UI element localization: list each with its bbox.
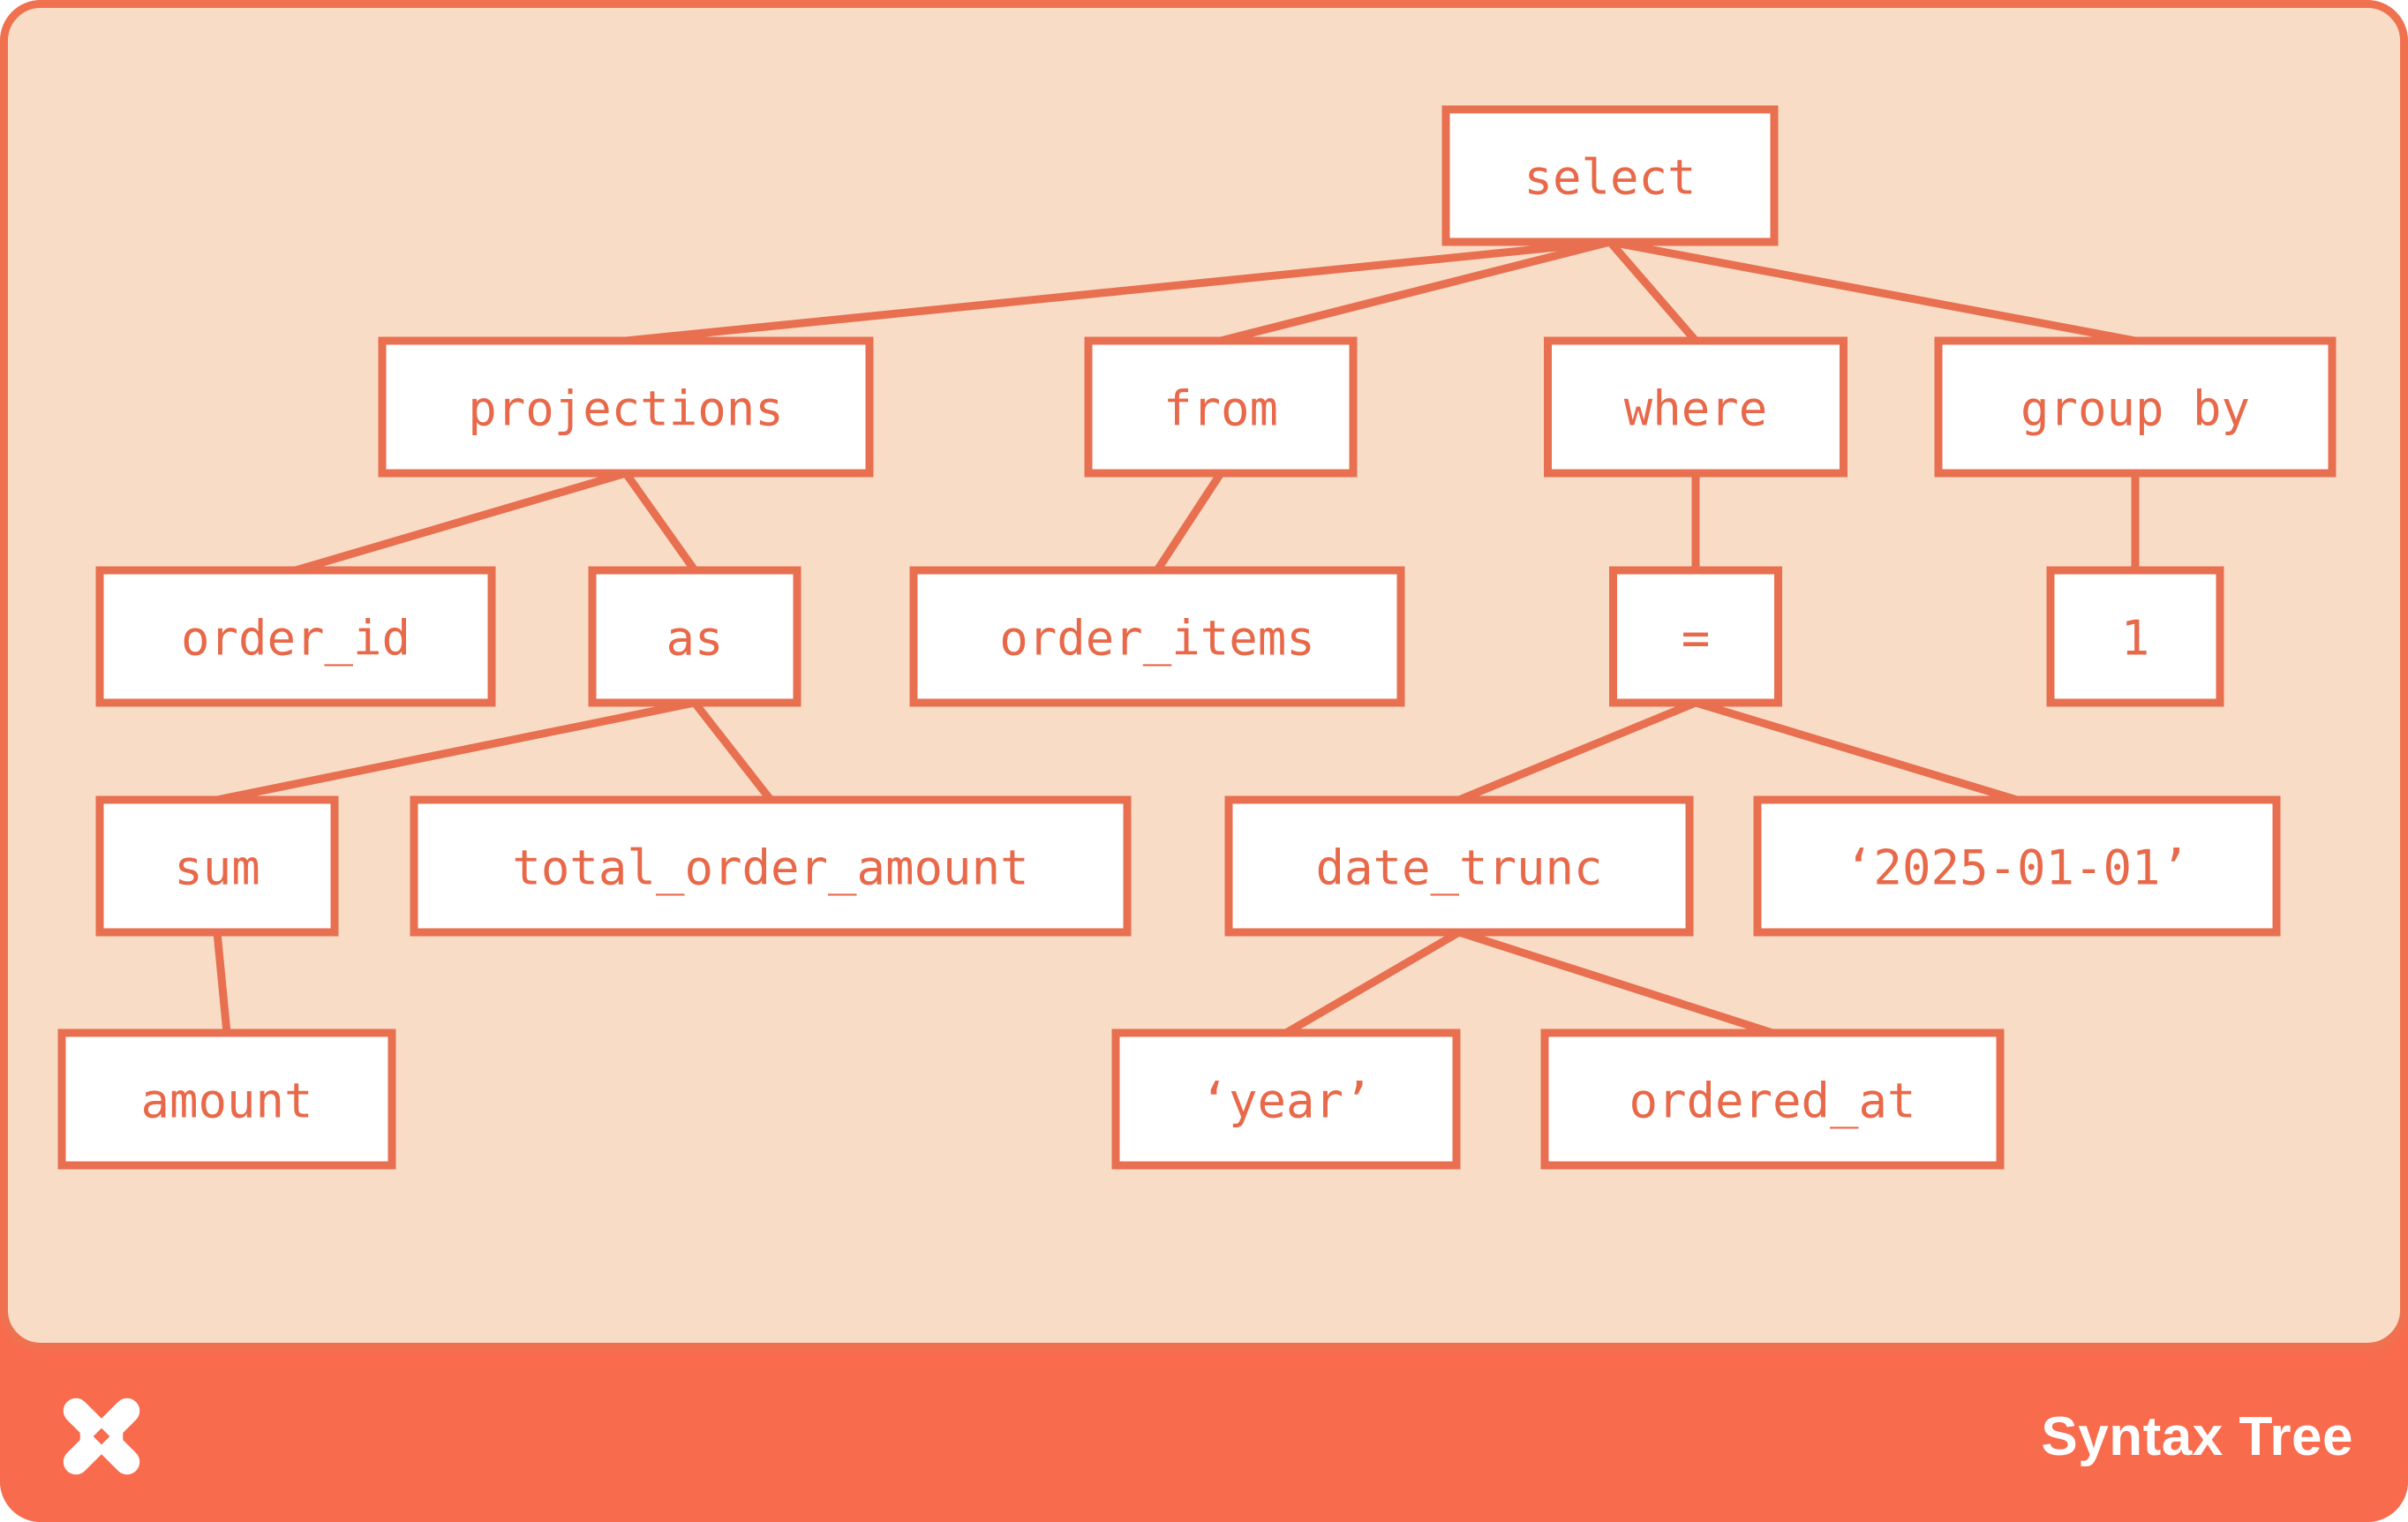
xtile-logo-icon (63, 1398, 140, 1475)
node-box (1934, 336, 2337, 478)
tree-edge (1457, 698, 1697, 804)
tree-node-order_items[interactable]: order_items (909, 566, 1405, 707)
node-layer: select projections from where group by order_… (57, 105, 2337, 1170)
node-box (1544, 336, 1847, 478)
tree-node-eq[interactable]: = (1609, 566, 1782, 707)
tree-edge (1609, 237, 2136, 345)
tree-edge (625, 237, 1611, 345)
node-label: date_trunc (1315, 840, 1602, 896)
node-label: ordered_at (1629, 1074, 1915, 1129)
tree-edge (1154, 471, 1224, 573)
tree-node-projections[interactable]: projections (378, 336, 874, 478)
tree-node-date_trunc[interactable]: date_trunc (1224, 795, 1694, 937)
node-box (57, 1028, 396, 1170)
tree-node-total_order_amount[interactable]: total_order_amount (410, 795, 1132, 937)
node-box (1753, 795, 2281, 937)
node-box (1609, 566, 1782, 707)
node-box (1111, 1028, 1461, 1170)
tree-node-select[interactable]: select (1441, 105, 1779, 246)
node-label: order_items (999, 611, 1315, 667)
node-box (2046, 566, 2224, 707)
node-label: 1 (2121, 611, 2150, 667)
node-label: projections (468, 381, 784, 437)
edge-layer (213, 237, 2140, 1037)
footer-bar: Syntax Tree (0, 1351, 2408, 1522)
diagram-panel: select projections from where group by order_… (0, 0, 2408, 1351)
node-box (1224, 795, 1694, 937)
node-box (1540, 1028, 2005, 1170)
node-label: where (1624, 381, 1768, 437)
tree-edge (1694, 698, 2019, 804)
tree-node-amount[interactable]: amount (57, 1028, 396, 1170)
tree-node-order_id[interactable]: order_id (95, 566, 496, 707)
tree-edge (216, 698, 696, 804)
node-label: select (1524, 150, 1696, 206)
node-label: order_id (181, 611, 410, 667)
node-label: = (1682, 611, 1711, 667)
node-box (588, 566, 801, 707)
tree-edge (1607, 239, 1699, 343)
node-label: ‘year’ (1200, 1074, 1372, 1129)
tree-node-as[interactable]: as (588, 566, 801, 707)
tree-edge (1219, 237, 1612, 345)
node-label: as (666, 611, 723, 667)
tree-node-groupby[interactable]: group by (1934, 336, 2337, 478)
node-label: group by (2020, 381, 2250, 437)
tree-edge (1283, 929, 1462, 1036)
node-label: from (1163, 381, 1278, 437)
node-box (1084, 336, 1358, 478)
tree-edge (213, 931, 231, 1034)
node-label: sum (174, 840, 260, 896)
tree-node-where[interactable]: where (1544, 336, 1847, 478)
tree-edge (691, 700, 774, 802)
tree-node-from[interactable]: from (1084, 336, 1358, 478)
node-label: total_order_amount (512, 840, 1028, 896)
node-label: amount (140, 1074, 312, 1129)
node-box (95, 566, 496, 707)
node-box (410, 795, 1132, 937)
tree-node-date_literal[interactable]: ‘2025-01-01’ (1753, 795, 2281, 937)
node-box (909, 566, 1405, 707)
tree-edge (622, 471, 698, 573)
tree-node-year_literal[interactable]: ‘year’ (1111, 1028, 1461, 1170)
syntax-tree-diagram: select projections from where group by order_… (57, 105, 2337, 1170)
tree-edge (294, 469, 628, 575)
node-box (1441, 105, 1779, 246)
tree-node-sum[interactable]: sum (95, 795, 339, 937)
tree-node-one[interactable]: 1 (2046, 566, 2224, 707)
node-box (95, 795, 339, 937)
node-box (378, 336, 874, 478)
tree-edge (1457, 928, 1774, 1037)
tree-node-ordered_at[interactable]: ordered_at (1540, 1028, 2005, 1170)
node-label: ‘2025-01-01’ (1845, 840, 2189, 896)
footer-title: Syntax Tree (2041, 1405, 2353, 1467)
